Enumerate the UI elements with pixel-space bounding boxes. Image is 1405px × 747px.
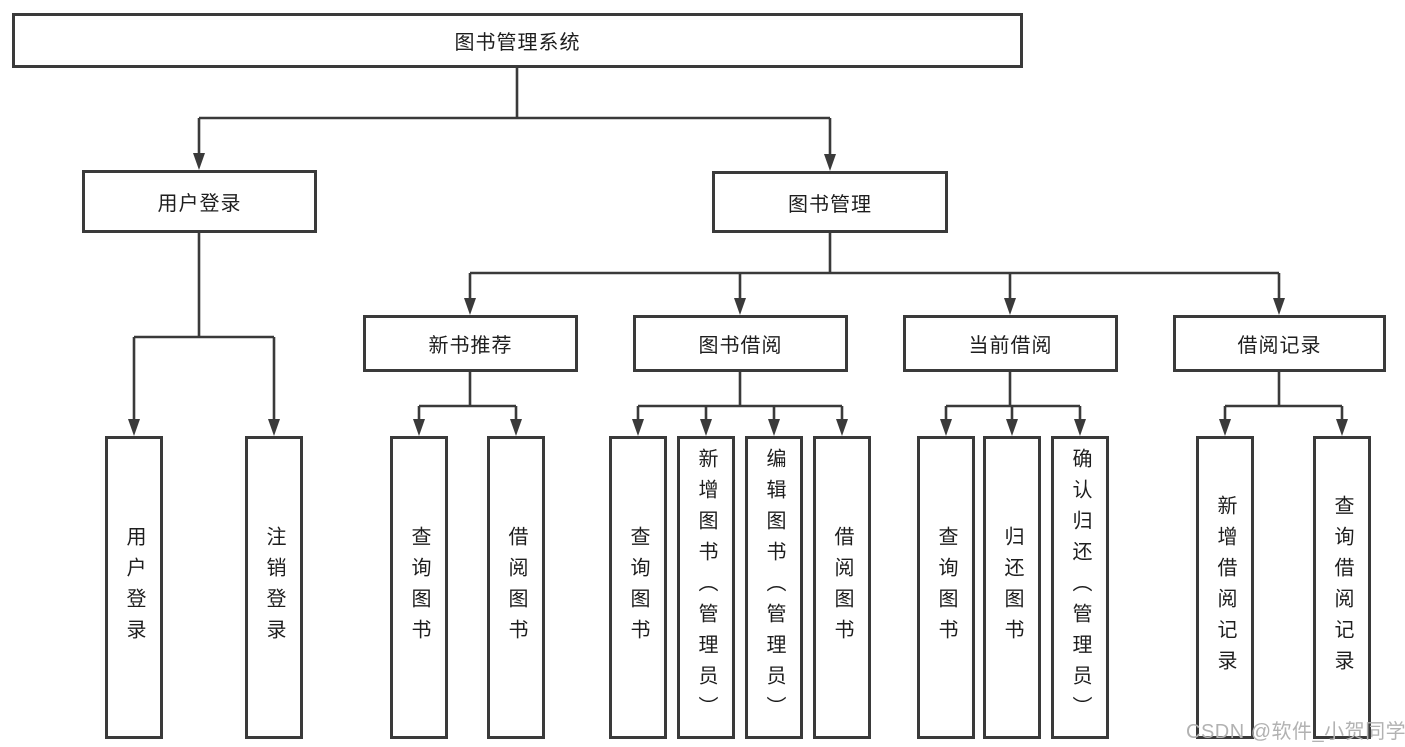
leaf-borrow-books: 借阅图书	[813, 436, 871, 739]
leaf-confirm-return-admin: 确认归还（管理员）	[1051, 436, 1109, 739]
leaf-label: 查询借阅记录	[1331, 494, 1353, 681]
node-new-book-recommend: 新书推荐	[363, 315, 578, 372]
leaf-query-borrow-record: 查询借阅记录	[1313, 436, 1371, 739]
leaf-label: 借阅图书	[831, 525, 853, 650]
leaf-label: 查询图书	[935, 525, 957, 650]
node-borrow-records: 借阅记录	[1173, 315, 1386, 372]
node-label: 借阅记录	[1237, 335, 1322, 357]
leaf-query-books-current: 查询图书	[917, 436, 975, 739]
leaf-logout-login: 注销登录	[245, 436, 303, 739]
node-book-management: 图书管理	[712, 171, 948, 233]
node-book-borrow: 图书借阅	[633, 315, 848, 372]
leaf-label: 借阅图书	[505, 525, 527, 650]
leaf-label: 编辑图书（管理员）	[763, 448, 785, 727]
leaf-label: 新增借阅记录	[1214, 494, 1236, 681]
leaf-label: 用户登录	[123, 525, 145, 650]
leaf-label: 注销登录	[263, 525, 285, 650]
node-label: 用户登录	[157, 193, 242, 215]
leaf-label: 查询图书	[627, 525, 649, 650]
leaf-label: 新增图书（管理员）	[695, 448, 717, 727]
leaf-borrow-books-recommend: 借阅图书	[487, 436, 545, 739]
node-current-borrow: 当前借阅	[903, 315, 1118, 372]
leaf-edit-books-admin: 编辑图书（管理员）	[745, 436, 803, 739]
leaf-return-books: 归还图书	[983, 436, 1041, 739]
node-user-login: 用户登录	[82, 170, 317, 233]
leaf-add-books-admin: 新增图书（管理员）	[677, 436, 735, 739]
leaf-label: 归还图书	[1001, 525, 1023, 650]
node-label: 新书推荐	[428, 335, 513, 357]
leaf-add-borrow-record: 新增借阅记录	[1196, 436, 1254, 739]
leaf-user-login: 用户登录	[105, 436, 163, 739]
leaf-label: 查询图书	[408, 525, 430, 650]
leaf-query-books-borrow: 查询图书	[609, 436, 667, 739]
node-label: 当前借阅	[968, 335, 1053, 357]
leaf-label: 确认归还（管理员）	[1069, 448, 1091, 727]
leaf-query-books-recommend: 查询图书	[390, 436, 448, 739]
csdn-watermark: CSDN @软件_小贺同学	[1186, 721, 1405, 743]
node-label: 图书管理系统	[454, 32, 581, 54]
node-label: 图书借阅	[698, 335, 783, 357]
node-label: 图书管理	[788, 193, 872, 216]
node-library-system: 图书管理系统	[12, 13, 1023, 68]
